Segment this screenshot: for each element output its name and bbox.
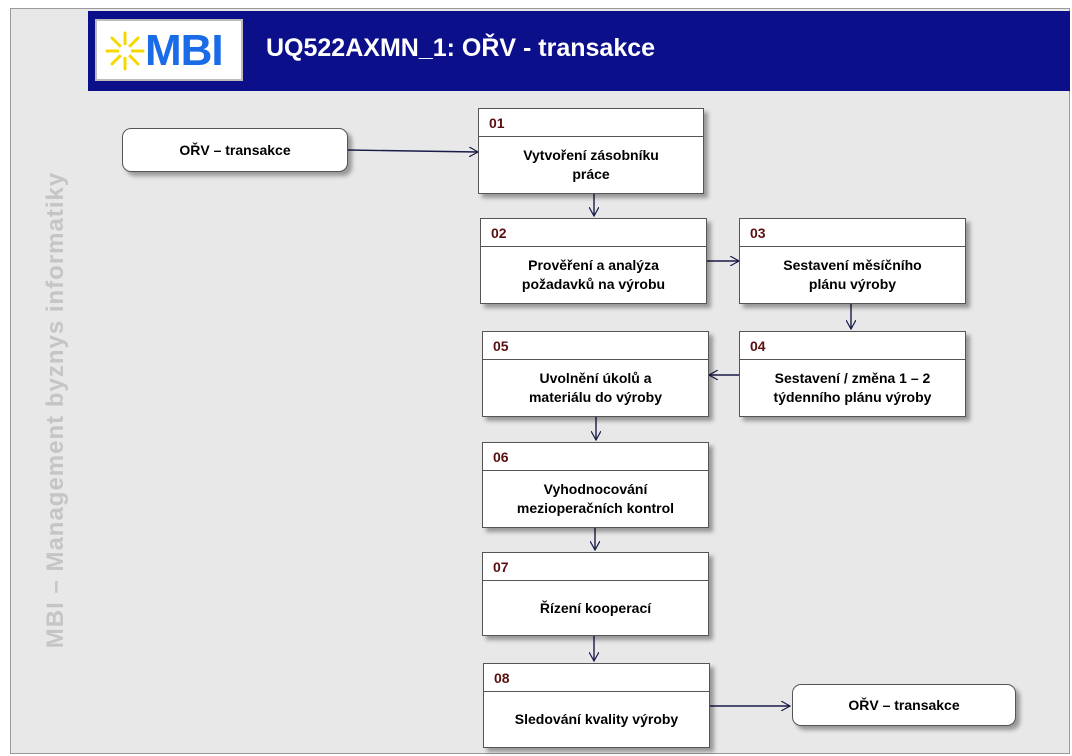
step-label: Sledování kvality výroby: [514, 711, 679, 727]
step-number: 01: [479, 109, 703, 137]
start-terminal: OŘV – transakce: [122, 128, 348, 172]
process-step: 07 Řízení kooperací: [482, 552, 709, 636]
header-bar: MBI UQ522AXMN_1: OŘV - transakce: [88, 11, 1070, 91]
step-number: 02: [481, 219, 706, 247]
step-number: 08: [484, 664, 709, 692]
step-label: Řízení kooperací: [539, 599, 652, 616]
step-number: 07: [483, 553, 708, 581]
step-number: 04: [740, 332, 965, 360]
sun-icon: [105, 31, 145, 71]
end-terminal: OŘV – transakce: [792, 684, 1016, 726]
logo-text: MBI: [145, 26, 224, 75]
step-number: 06: [483, 443, 708, 471]
process-step: 08 Sledování kvality výroby: [483, 663, 710, 748]
step-number: 05: [483, 332, 708, 360]
mbi-logo: MBI: [95, 19, 243, 81]
page-title: UQ522AXMN_1: OŘV - transakce: [266, 34, 656, 62]
arrow-start-to-01: [347, 150, 478, 152]
step-number: 03: [740, 219, 965, 247]
